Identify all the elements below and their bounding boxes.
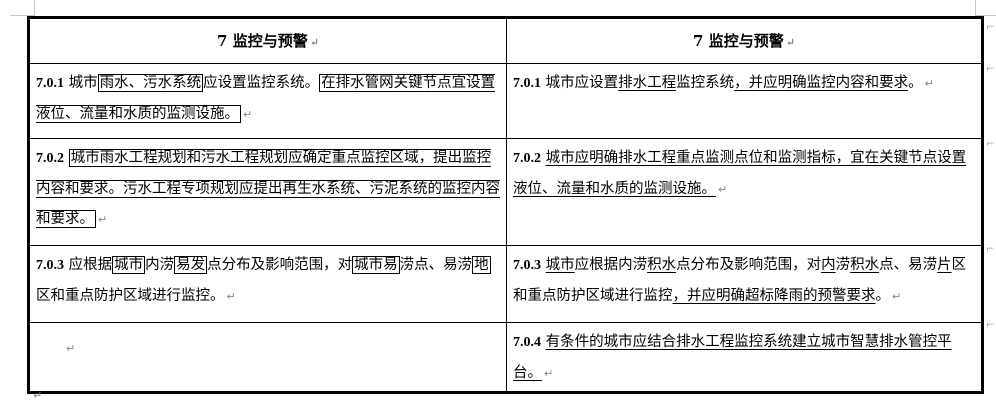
boxed-revision-text: 地 (472, 256, 491, 274)
underlined-revision-text: 有条件的城市应结合排水工程监控系统建立城市智慧排水管控平台。 (513, 334, 952, 381)
paragraph-mark-icon: ↵ (718, 183, 728, 196)
table-header-row: 7 监控与预警↵ 7 监控与预警↵ (28, 17, 983, 64)
underlined-revision-text: 积水 (850, 257, 880, 273)
clause-cell[interactable]: 7.0.3 应根据城市内涝易发点分布及影响范围，对城市易涝点、易涝地区和重点防护… (28, 245, 507, 323)
comparison-table: 7 监控与预警↵ 7 监控与预警↵ 7.0.1 城市雨水、污水系统应设置监控系统… (27, 16, 984, 394)
row-end-mark-icon: ⌐ (986, 22, 995, 33)
clause-number: 7.0.2 (513, 151, 541, 166)
clause-cell[interactable]: 7.0.4 有条件的城市应结合排水工程监控系统建立城市智慧排水管控平台。↵ (506, 322, 983, 393)
paragraph-mark-icon: ↵ (544, 367, 554, 380)
table-row: 7.0.1 城市雨水、污水系统应设置监控系统。在排水管网关键节点宜设置液位、流量… (28, 63, 983, 139)
paragraph-mark-icon: ↵ (98, 213, 108, 226)
header-cell-left[interactable]: 7 监控与预警↵ (28, 17, 507, 64)
clause-cell[interactable]: 7.0.1 城市应设置排水工程监控系统，并应明确监控内容和要求。↵ (506, 63, 983, 139)
underlined-revision-text: 排水工程 (618, 75, 677, 91)
clause-text: 监控系统 (676, 75, 735, 91)
clause-number: 7.0.2 (36, 151, 64, 166)
section-title-left: 7 监控与预警 (217, 32, 308, 50)
clause-cell[interactable]: 7.0.2 城市雨水工程规划和污水工程规划应确定重点监控区域，提出监控内容和要求… (28, 138, 507, 246)
clause-text: 。 (875, 288, 891, 304)
underlined-revision-text: 积水 (647, 257, 677, 273)
underlined-revision-text: ，并应明确超标降雨的预警要求 (672, 288, 876, 304)
clause-cell[interactable]: 7.0.1 城市雨水、污水系统应设置监控系统。在排水管网关键节点宜设置液位、流量… (28, 63, 507, 139)
clause-text: 点分布及影响范围，对 (207, 257, 353, 273)
row-end-mark-icon: ⌐ (986, 320, 995, 331)
space-mark (64, 150, 69, 166)
underlined-revision-text: 城市应明确排水工程重点监测点位和监测指标，宜在关键节点设置液位、流量和水质的监测… (513, 150, 967, 197)
clause-text: 点分布及影响范围，对 (676, 257, 822, 273)
clause-text: 区和重点防护区域进行监控。 (36, 288, 225, 304)
clause-text: 应根据 (68, 257, 113, 273)
paragraph-mark-icon: ↵ (785, 36, 795, 49)
clause-text: 。 (908, 75, 923, 91)
row-end-mark-icon: ⌐ (986, 64, 995, 75)
clause-text: 点、易涝 (879, 257, 938, 273)
clause-text: 城市应设置 (545, 75, 619, 91)
header-cell-right[interactable]: 7 监控与预警↵ (506, 17, 983, 64)
clause-number: 7.0.3 (36, 258, 64, 273)
paragraph-mark-icon: ↵ (309, 36, 319, 49)
boxed-revision-text: 城市雨水工程规划和污水工程规划应确定重点监控区域，提出监控内容和要求。污水工程专… (36, 149, 500, 228)
underlined-revision-text: 片 (937, 257, 952, 273)
boxed-revision-text: 雨水、污水系统 (97, 74, 204, 92)
document-end-mark-icon: ↵ (33, 389, 43, 402)
clause-number: 7.0.1 (513, 76, 541, 91)
paragraph-mark-icon: ↵ (892, 290, 902, 303)
crop-mark (10, 15, 35, 16)
paragraph-mark-icon: ↵ (243, 108, 253, 121)
underlined-revision-text: 内 (821, 257, 836, 273)
crop-mark (975, 0, 976, 15)
clause-number: 7.0.4 (513, 335, 541, 350)
clause-text: 涝点、易涝 (399, 257, 473, 273)
clause-text: 应设置监控系统。 (203, 75, 320, 91)
underlined-revision-text: 城市 (545, 257, 575, 273)
row-end-mark-icon: ⌐ (986, 244, 995, 255)
boxed-revision-text: 易发 (174, 256, 208, 274)
paragraph-mark-icon: ↵ (924, 77, 934, 90)
paragraph-mark-icon: ↵ (226, 290, 236, 303)
table-row: 7.0.2 城市雨水工程规划和污水工程规划应确定重点监控区域，提出监控内容和要求… (28, 138, 983, 246)
underlined-revision-text: ，并应明确监控内容和要求 (734, 75, 909, 91)
clause-cell-empty[interactable] (28, 322, 507, 393)
section-title-right: 7 监控与预警 (693, 32, 784, 50)
clause-text: 城市 (68, 75, 98, 91)
clause-text: 应根据内涝 (574, 257, 648, 273)
boxed-revision-text: 城市 (112, 256, 146, 274)
clause-text: 涝 (835, 257, 851, 273)
clause-cell[interactable]: 7.0.2 城市应明确排水工程重点监测点位和监测指标，宜在关键节点设置液位、流量… (506, 138, 983, 246)
boxed-revision-text: 在排水管网关键节点宜设置液位、流量和水质的监测设施。 (36, 74, 496, 123)
crop-mark (975, 15, 996, 16)
row-end-mark-icon: ⌐ (986, 139, 995, 150)
table-row: 7.0.3 应根据城市内涝易发点分布及影响范围，对城市易涝点、易涝地区和重点防护… (28, 245, 983, 323)
clause-cell[interactable]: 7.0.3 城市应根据内涝积水点分布及影响范围，对内涝积水点、易涝片区和重点防护… (506, 245, 983, 323)
boxed-revision-text: 城市易 (352, 256, 400, 274)
clause-text: 区和重点防护区域进行监控 (513, 257, 967, 304)
table-row: 7.0.4 有条件的城市应结合排水工程监控系统建立城市智慧排水管控平台。↵ (28, 322, 983, 393)
paragraph-mark-icon: ↵ (66, 342, 76, 355)
clause-number: 7.0.1 (36, 76, 64, 91)
clause-text: 内涝 (145, 257, 175, 273)
crop-mark (34, 0, 35, 15)
clause-number: 7.0.3 (513, 258, 541, 273)
